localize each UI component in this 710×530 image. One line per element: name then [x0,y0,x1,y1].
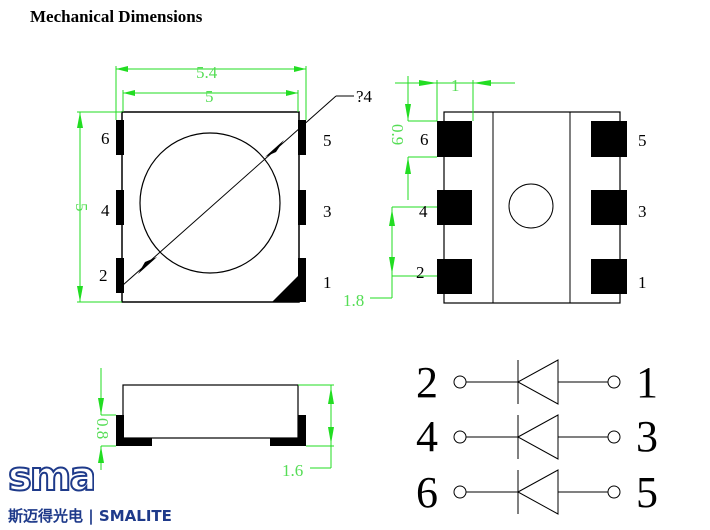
diode-symbol [516,414,559,460]
dim-pad-height: 0.9 [388,124,407,145]
diode-1: 2 1 [416,358,658,407]
diode-symbol [516,359,559,405]
pad-4 [437,190,472,225]
dim-side-height: 1.6 [282,461,303,480]
dim-pad-width: 1 [451,76,460,95]
pad-1 [591,259,627,294]
pin-label-6: 6 [101,129,110,148]
pad-right [270,438,306,446]
diode-3: 6 5 [416,468,658,517]
side-view: 0.8 1.6 [93,368,334,480]
anode-label: 4 [416,412,438,461]
pad-left [116,438,152,446]
pin-label-2: 2 [416,263,425,282]
pin-label-4: 4 [101,201,110,220]
terminal-circle [607,430,621,444]
pin-label-1: 1 [638,273,647,292]
dim-outer-width: 5.4 [196,63,218,82]
cathode-label: 5 [636,468,658,517]
schematic: 2 1 4 3 6 5 [416,358,658,517]
pad-6 [437,121,472,157]
pin-label-3: 3 [638,202,647,221]
pin-label-4: 4 [419,202,428,221]
diameter-leader [122,95,337,286]
pad-4 [116,190,124,225]
pad-5 [298,120,306,155]
polarity-mark [272,268,306,302]
dim-body-width: 5 [205,87,214,106]
pad-3 [298,190,306,225]
logo-mark: sma [8,454,95,500]
pin-label-5: 5 [323,131,332,150]
pad-3 [591,190,627,225]
terminal-circle [453,375,467,389]
dim-pad-thickness: 0.8 [93,418,112,439]
arrow-head [265,140,284,157]
pin-label-1: 1 [323,273,332,292]
dim-pitch: 1.8 [343,291,364,310]
pin-label-3: 3 [323,202,332,221]
pad-5 [591,121,627,157]
cathode-label: 1 [636,358,658,407]
center-circle [508,183,554,229]
cathode-label: 3 [636,412,658,461]
pad-2 [116,258,124,293]
terminal-circle [453,485,467,499]
top-view: ?4 6 4 2 5 3 1 5.4 5 5 [72,63,373,303]
pin-label-5: 5 [638,131,647,150]
terminal-circle [607,375,621,389]
logo-text: 斯迈得光电 | SMALITE [8,507,172,525]
bottom-view: 1 0.9 1.8 6 4 2 5 3 1 [343,76,647,310]
pad-6 [116,120,124,155]
anode-label: 6 [416,468,438,517]
dim-height: 5 [72,203,91,212]
section-title: Mechanical Dimensions [30,7,203,26]
arrow-head [138,257,157,274]
diode-symbol [516,469,559,515]
pad-2 [437,259,472,294]
led-body-bottom [443,111,621,304]
diode-2: 4 3 [416,412,658,461]
lens-circle [139,132,281,274]
pin-label-2: 2 [99,266,108,285]
led-body-side [122,384,299,439]
terminal-circle [607,485,621,499]
dim-diameter: ?4 [356,87,373,106]
terminal-circle [453,430,467,444]
anode-label: 2 [416,358,438,407]
pin-label-6: 6 [420,130,429,149]
